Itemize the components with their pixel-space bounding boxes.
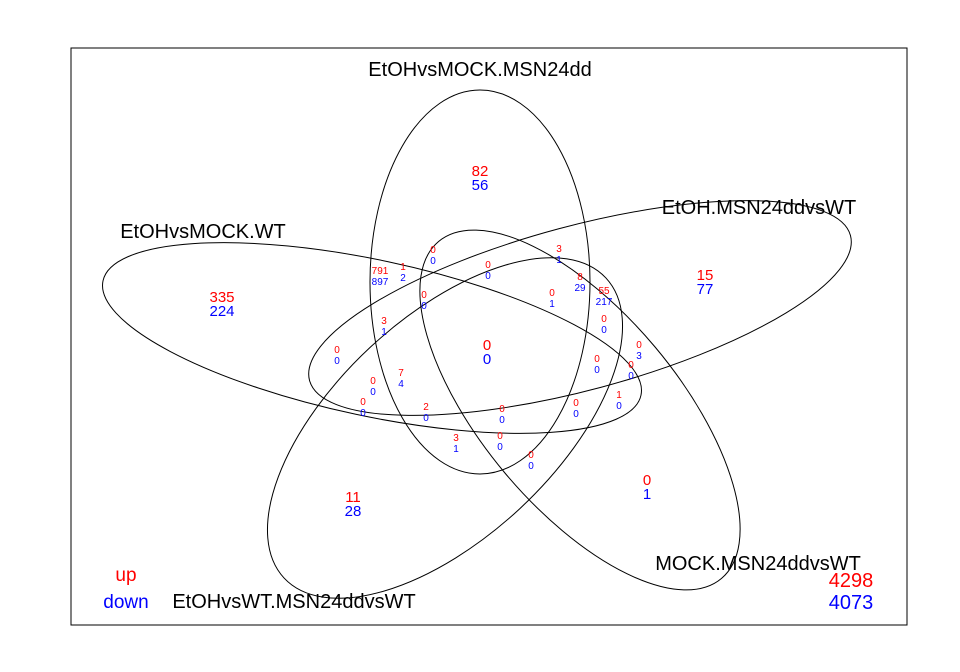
region-r22-up-count: 7 (398, 368, 404, 379)
region-r27-up-count: 0 (573, 398, 579, 409)
set-label-s3: EtOHvsMOCK.WT (120, 221, 286, 243)
region-r28-down-count: 0 (616, 401, 622, 412)
region-r6-up-count: 0 (483, 337, 491, 354)
region-r20-down-count: 0 (594, 365, 600, 376)
total-up-count: 4298 (829, 570, 874, 592)
region-r9-up-count: 0 (485, 260, 491, 271)
region-r5-up-count: 0 (643, 472, 651, 489)
region-r28-up-count: 1 (616, 390, 622, 401)
region-r26-down-count: 0 (499, 415, 505, 426)
legend: up down (103, 565, 148, 613)
region-r13-down-count: 217 (596, 297, 613, 308)
set-label-s1: EtOHvsMOCK.MSN24dd (368, 59, 591, 81)
legend-down-label: down (103, 592, 148, 613)
set-ellipse-s5 (266, 257, 624, 599)
region-r31-down-count: 0 (528, 461, 534, 472)
region-r16-down-count: 0 (601, 325, 607, 336)
region-r3-down-count: 77 (697, 281, 714, 298)
set-ellipse-s1 (369, 89, 591, 475)
region-r13-up-count: 55 (598, 286, 610, 297)
region-r30-up-count: 0 (497, 431, 503, 442)
region-r2-down-count: 224 (209, 303, 234, 320)
region-r25-down-count: 0 (423, 413, 429, 424)
region-r14-down-count: 1 (549, 299, 555, 310)
region-r1-down-count: 56 (472, 177, 489, 194)
region-r1-up-count: 82 (472, 163, 489, 180)
region-r19-down-count: 0 (334, 356, 340, 367)
region-r17-up-count: 0 (636, 340, 642, 351)
region-r7-up-count: 0 (430, 245, 436, 256)
region-r31-up-count: 0 (528, 450, 534, 461)
region-r8-down-count: 1 (556, 255, 562, 266)
region-r24-up-count: 0 (360, 397, 366, 408)
region-r14-up-count: 0 (549, 288, 555, 299)
region-r25-up-count: 2 (423, 402, 429, 413)
region-r5-down-count: 1 (643, 486, 651, 503)
set-labels: EtOHvsMOCK.MSN24dd EtOH.MSN24ddvsWT EtOH… (120, 59, 861, 613)
region-r15-up-count: 0 (421, 290, 427, 301)
set-label-s2: EtOH.MSN24ddvsWT (662, 197, 856, 219)
region-r21-up-count: 0 (628, 360, 634, 371)
region-r2-up-count: 335 (209, 289, 234, 306)
region-r23-down-count: 0 (370, 387, 376, 398)
region-r21-down-count: 0 (628, 371, 634, 382)
region-r27-down-count: 0 (573, 409, 579, 420)
legend-up-label: up (115, 565, 136, 586)
plot-frame (70, 47, 908, 626)
region-r10-up-count: 791 (372, 266, 389, 277)
region-r11-down-count: 2 (400, 273, 406, 284)
region-r29-up-count: 3 (453, 433, 459, 444)
region-r12-down-count: 29 (574, 283, 586, 294)
region-r11-up-count: 1 (400, 262, 406, 273)
region-r23-up-count: 0 (370, 376, 376, 387)
set-ellipse-s4 (419, 229, 741, 591)
set-ellipse-s2 (308, 200, 852, 416)
region-r18-down-count: 1 (381, 327, 387, 338)
region-r15-down-count: 0 (421, 301, 427, 312)
region-r16-up-count: 0 (601, 314, 607, 325)
region-r22-down-count: 4 (398, 379, 404, 390)
totals: 4298 4073 (829, 570, 874, 614)
region-r4-down-count: 28 (345, 503, 362, 520)
region-r12-up-count: 8 (577, 272, 583, 283)
region-r20-up-count: 0 (594, 354, 600, 365)
region-r26-up-count: 0 (499, 404, 505, 415)
region-r9-down-count: 0 (485, 271, 491, 282)
region-r24-down-count: 0 (360, 408, 366, 419)
region-r8-up-count: 3 (556, 244, 562, 255)
set-ellipse-s3 (102, 242, 642, 434)
set-label-s5: EtOHvsWT.MSN24ddvsWT (172, 591, 415, 613)
region-r30-down-count: 0 (497, 442, 503, 453)
region-r18-up-count: 3 (381, 316, 387, 327)
region-r3-up-count: 15 (697, 267, 714, 284)
region-r10-down-count: 897 (372, 277, 389, 288)
region-r17-down-count: 3 (636, 351, 642, 362)
set-outlines (102, 89, 852, 599)
region-r29-down-count: 1 (453, 444, 459, 455)
region-r7-down-count: 0 (430, 256, 436, 267)
region-r6-down-count: 0 (483, 351, 491, 368)
region-r19-up-count: 0 (334, 345, 340, 356)
total-down-count: 4073 (829, 592, 874, 614)
set-label-s4: MOCK.MSN24ddvsWT (655, 553, 861, 575)
region-r4-up-count: 11 (345, 489, 361, 506)
